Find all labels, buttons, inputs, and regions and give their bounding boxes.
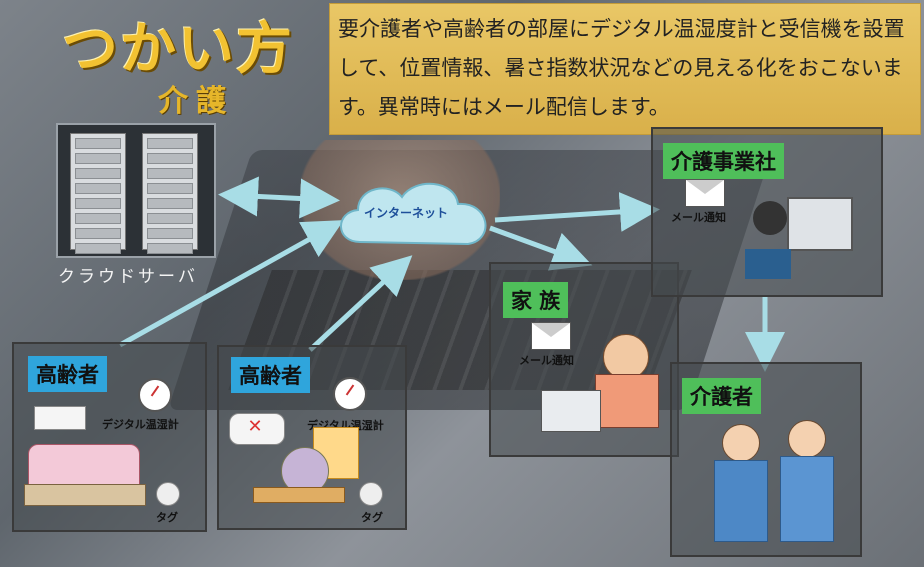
thermometer-icon xyxy=(333,377,367,411)
caregiver-person-1-icon xyxy=(722,424,760,462)
mail-icon xyxy=(531,322,571,350)
caregiver-badge: 介護者 xyxy=(682,378,761,414)
apron-icon xyxy=(595,374,659,428)
office-worker-body-icon xyxy=(745,249,791,279)
internet-label: インターネット xyxy=(364,206,449,220)
elderly-badge-1: 高齢者 xyxy=(28,356,107,392)
family-mail-label: メール通知 xyxy=(519,354,574,367)
bed-icon xyxy=(24,484,146,506)
tag-label-2: タグ xyxy=(361,511,383,524)
computer-monitor-icon xyxy=(787,197,853,251)
page-subtitle: 介護 xyxy=(158,84,234,119)
arrow-elderly2-internet xyxy=(308,255,413,352)
arrow-internet-office xyxy=(494,191,660,232)
arrow-elderly1-internet xyxy=(118,220,344,348)
care-office-mail-label: メール通知 xyxy=(671,211,726,224)
tag-icon xyxy=(359,482,383,506)
page-title: つかい方 xyxy=(62,17,294,82)
table-icon xyxy=(253,487,345,503)
laptop-icon xyxy=(541,390,601,432)
x-mark-icon: ✕ xyxy=(247,416,263,437)
tag-icon xyxy=(156,482,180,506)
cloud-server-icon xyxy=(56,123,216,258)
family-panel: 家 族 メール通知 xyxy=(489,262,679,457)
air-conditioner-icon xyxy=(34,406,86,430)
family-badge: 家 族 xyxy=(503,282,569,318)
internet-cloud-icon xyxy=(340,182,487,246)
office-worker-icon xyxy=(753,201,787,235)
family-person-icon xyxy=(603,334,649,380)
thermometer-icon xyxy=(138,378,172,412)
description-box: 要介護者や高齢者の部屋にデジタル温湿度計と受信機を設置して、位置情報、暑さ指数状… xyxy=(329,3,921,135)
caregiver-uniform-1-icon xyxy=(714,460,768,542)
air-conditioner-off-icon xyxy=(229,413,285,445)
elderly-badge-2: 高齢者 xyxy=(231,357,310,393)
thermometer-label-1: デジタル温湿計 xyxy=(102,418,179,431)
elderly-room-1: 高齢者 デジタル温湿計 タグ xyxy=(12,342,207,532)
caregiver-person-2-icon xyxy=(788,420,826,458)
arrow-server-internet xyxy=(218,176,340,219)
care-office-panel: 介護事業社 メール通知 xyxy=(651,127,883,297)
mail-icon xyxy=(685,179,725,207)
care-office-badge: 介護事業社 xyxy=(663,143,784,179)
tag-label-1: タグ xyxy=(156,511,178,524)
caregiver-uniform-2-icon xyxy=(780,456,834,542)
elderly-room-2: 高齢者 デジタル温湿計 ✕ タグ xyxy=(217,345,407,530)
arrow-internet-family xyxy=(489,225,593,271)
server-label: クラウドサーバ xyxy=(58,267,198,287)
caregiver-panel: 介護者 xyxy=(670,362,862,557)
